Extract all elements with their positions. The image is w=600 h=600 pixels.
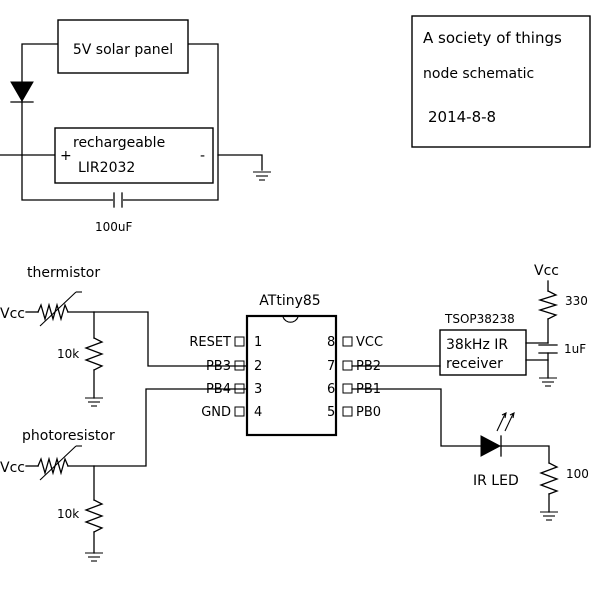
thermistor-circuit: thermistor Vcc 10k bbox=[0, 265, 247, 407]
receiver-label-1: 38kHz IR bbox=[446, 337, 508, 353]
battery-label-2: LIR2032 bbox=[78, 160, 135, 176]
battery-plus: + bbox=[60, 148, 72, 164]
receiver-part-number: TSOP38238 bbox=[444, 312, 515, 326]
ir-led-label: IR LED bbox=[473, 473, 519, 489]
pin-num-5: 5 bbox=[327, 405, 335, 420]
receiver-vcc: Vcc bbox=[534, 263, 559, 279]
thermistor-vcc: Vcc bbox=[0, 306, 25, 322]
ir-receiver bbox=[439, 329, 527, 376]
led-wire bbox=[500, 445, 550, 464]
pin-box-7 bbox=[342, 360, 353, 371]
photoresistor-vcc: Vcc bbox=[0, 460, 25, 476]
power-right-rail bbox=[187, 43, 263, 171]
receiver-resistor bbox=[537, 290, 559, 320]
ground-icon-receiver bbox=[538, 377, 558, 387]
pin-label-pb0: PB0 bbox=[356, 405, 381, 420]
photoresistor-pulldown-resistor bbox=[84, 499, 104, 533]
pin-box-6 bbox=[342, 383, 353, 394]
title-line-1: A society of things bbox=[423, 29, 562, 47]
ir-receiver-circuit: TSOP38238 38kHz IR receiver Vcc 330 1uF bbox=[351, 263, 588, 387]
pin-num-3: 3 bbox=[254, 382, 262, 397]
solar-panel bbox=[57, 19, 189, 74]
pin-num-8: 8 bbox=[327, 335, 335, 350]
ir-led-circuit: IR LED 100 bbox=[351, 388, 589, 521]
pin-num-2: 2 bbox=[254, 359, 262, 374]
thermistor-res-label: 10k bbox=[57, 347, 79, 361]
battery bbox=[54, 127, 214, 184]
pin-label-vcc: VCC bbox=[356, 335, 383, 350]
pin-num-6: 6 bbox=[327, 382, 335, 397]
photoresistor-circuit: photoresistor Vcc 10k bbox=[0, 388, 247, 562]
solar-panel-label: 5V solar panel bbox=[73, 42, 173, 58]
photoresistor-icon bbox=[37, 456, 69, 476]
photoresistor-label: photoresistor bbox=[22, 428, 115, 444]
pin-label-reset: RESET bbox=[189, 335, 231, 350]
pin-num-7: 7 bbox=[327, 359, 335, 374]
chip-notch bbox=[282, 316, 299, 323]
diode-icon bbox=[10, 81, 34, 102]
ground-icon bbox=[252, 171, 272, 181]
title-frame bbox=[411, 15, 591, 148]
ground-icon-led bbox=[539, 511, 559, 521]
ground-icon-photoresistor bbox=[84, 552, 104, 562]
receiver-label-2: receiver bbox=[446, 356, 503, 372]
led-res-label: 100 bbox=[566, 467, 589, 481]
pin-num-4: 4 bbox=[254, 405, 262, 420]
battery-minus: - bbox=[200, 148, 205, 164]
photoresistor-wire bbox=[67, 388, 247, 467]
thermistor-pulldown-resistor bbox=[84, 337, 104, 371]
title-block: A society of things node schematic 2014-… bbox=[411, 15, 591, 148]
chip-name: ATtiny85 bbox=[259, 293, 320, 309]
pin-box-8 bbox=[342, 336, 353, 347]
power-left-rail bbox=[21, 43, 219, 201]
pin-num-1: 1 bbox=[254, 335, 262, 350]
pin-label-gnd: GND bbox=[201, 405, 231, 420]
attiny85-chip: ATtiny85 RESET PB3 PB4 GND 1 2 3 4 8 7 6… bbox=[189, 293, 383, 437]
title-date: 2014-8-8 bbox=[428, 108, 496, 126]
receiver-cap-label: 1uF bbox=[564, 342, 586, 356]
photoresistor-res-label: 10k bbox=[57, 507, 79, 521]
led-resistor bbox=[539, 462, 559, 495]
title-line-2: node schematic bbox=[423, 66, 534, 82]
capacitor-label: 100uF bbox=[95, 220, 133, 234]
pin-box-5 bbox=[342, 406, 353, 417]
receiver-res-label: 330 bbox=[565, 294, 588, 308]
pin-box-4 bbox=[234, 406, 245, 417]
thermistor-wire bbox=[67, 311, 247, 367]
battery-label-1: rechargeable bbox=[73, 135, 165, 151]
power-circuit: 5V solar panel rechargeable LIR2032 + - … bbox=[0, 19, 272, 234]
pin-box-1 bbox=[234, 336, 245, 347]
pb1-wire bbox=[351, 388, 481, 447]
capacitor-100uf bbox=[113, 192, 123, 208]
thermistor-label: thermistor bbox=[27, 265, 100, 281]
chip-body bbox=[245, 314, 338, 437]
thermistor-icon bbox=[37, 302, 69, 322]
ir-led-icon bbox=[480, 435, 502, 457]
blocking-diode bbox=[10, 81, 34, 103]
ground-icon-thermistor bbox=[84, 397, 104, 407]
